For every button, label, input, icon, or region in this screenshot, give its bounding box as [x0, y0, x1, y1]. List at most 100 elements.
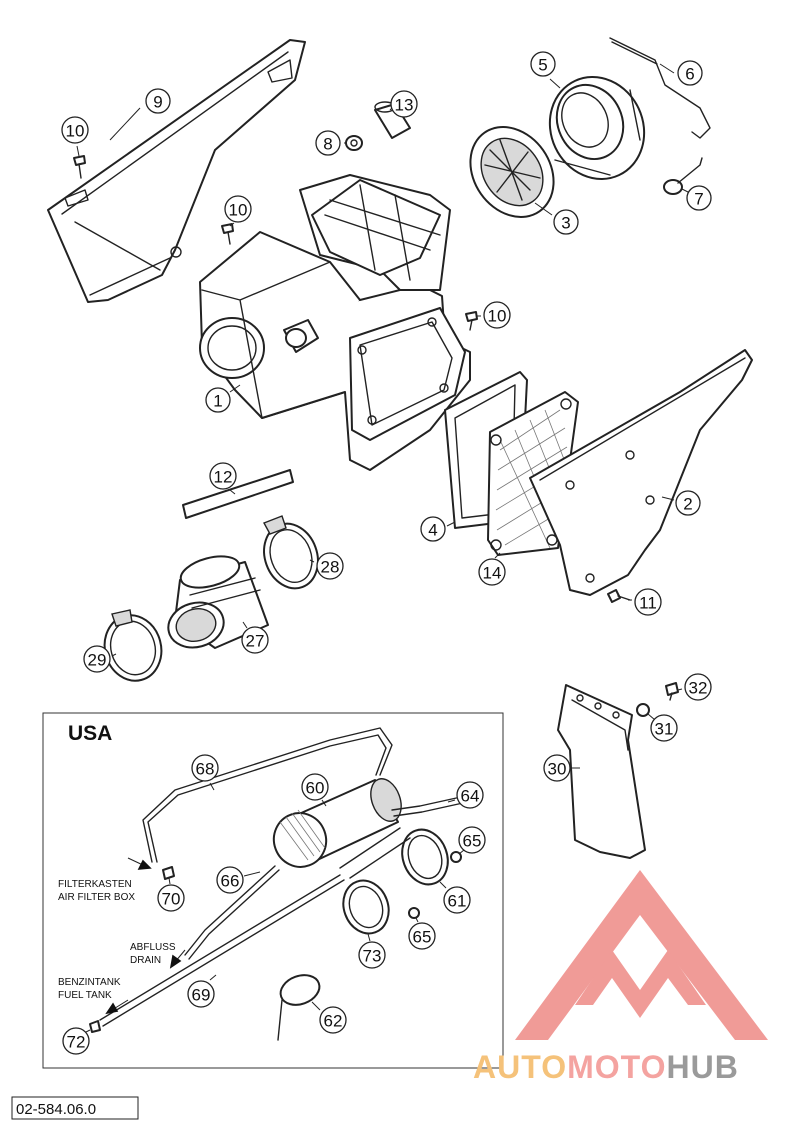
- callout-leader: [447, 799, 456, 803]
- part-28-hose-clamp: [263, 515, 319, 590]
- callout-leader: [229, 384, 241, 393]
- callout-p27: 27: [241, 621, 269, 654]
- callout-circle: [483, 301, 511, 329]
- part-1-airbox: [199, 174, 471, 471]
- watermark-text: AUTOMOTOHUB: [473, 1049, 739, 1085]
- callout-p60: 60: [301, 773, 329, 807]
- callout-p62: 62: [311, 1001, 347, 1034]
- callout-circle: [224, 195, 252, 223]
- callout-p69: 69: [187, 974, 217, 1008]
- callout-number: 73: [363, 947, 382, 966]
- callout-leader: [311, 1001, 321, 1011]
- callout-circle: [420, 516, 446, 542]
- callout-leader: [659, 63, 675, 74]
- callout-circle: [634, 588, 662, 616]
- callout-circle: [319, 1006, 347, 1034]
- callout-leader: [242, 621, 248, 629]
- arrow-drain: [169, 949, 186, 969]
- part-27-intake-boot: [167, 555, 269, 649]
- label-drain-en: DRAIN: [130, 955, 161, 966]
- callout-number: 68: [196, 760, 215, 779]
- callout-p66: 66: [216, 866, 261, 894]
- watermark-m-shape: [575, 950, 706, 1018]
- callout-number: 69: [192, 986, 211, 1005]
- callout-leader: [439, 881, 447, 889]
- callout-leader: [415, 917, 419, 923]
- callout-circle: [83, 645, 111, 673]
- callout-circle: [478, 558, 506, 586]
- watermark-logo: [515, 870, 768, 1040]
- callout-p3: 3: [534, 202, 579, 235]
- callout-number: 70: [162, 890, 181, 909]
- callout-circle: [358, 941, 386, 969]
- callout-circle: [145, 88, 171, 114]
- arrow-fuel-tank: [105, 999, 129, 1015]
- screw-32: [665, 682, 679, 701]
- part-62-cable-tie: [277, 974, 321, 1041]
- callout-p7: 7: [681, 185, 712, 211]
- screw-10-right: [465, 311, 478, 331]
- callout-leader: [111, 653, 117, 657]
- callout-leader: [209, 974, 217, 981]
- callout-number: 4: [428, 521, 437, 540]
- reference-number: 02-584.06.0: [11, 1096, 139, 1120]
- callout-p29: 29: [83, 645, 117, 673]
- callout-number: 9: [153, 93, 162, 112]
- callout-circle: [241, 626, 269, 654]
- part-3-filter-cage: [469, 126, 555, 218]
- callout-p65b: 65: [408, 917, 436, 950]
- watermark-triangle: [515, 870, 768, 1040]
- callout-number: 64: [461, 787, 480, 806]
- callout-circle: [456, 781, 484, 809]
- callout-number: 27: [246, 632, 265, 651]
- arrow-air-filter-box: [127, 857, 152, 870]
- callout-number: 30: [548, 760, 567, 779]
- callout-p12: 12: [209, 462, 237, 495]
- callout-number: 14: [483, 564, 502, 583]
- callout-number: 12: [214, 468, 233, 487]
- part-60-carbon-canister: [272, 778, 402, 868]
- label-filter-box-en: AIR FILTER BOX: [58, 892, 135, 903]
- callout-number: 13: [395, 96, 414, 115]
- callout-p28: 28: [309, 552, 344, 580]
- callout-circle: [458, 826, 486, 854]
- callout-leader: [458, 849, 465, 855]
- callout-circle: [686, 185, 712, 211]
- callout-p1: 1: [205, 384, 241, 413]
- callout-number: 72: [67, 1033, 86, 1052]
- callout-number: 6: [685, 65, 694, 84]
- callout-p61: 61: [439, 881, 471, 914]
- callout-circle: [61, 116, 89, 144]
- part-12-hose: [182, 469, 294, 519]
- callout-number: 61: [448, 892, 467, 911]
- callout-p64: 64: [447, 781, 484, 809]
- callout-p65a: 65: [458, 826, 486, 855]
- callout-leader: [494, 552, 501, 559]
- screw-10-left: [73, 155, 86, 179]
- part-2-right-side-cover: [529, 349, 753, 596]
- svg-text:AUTOMOTOHUB: AUTOMOTOHUB: [473, 1049, 739, 1085]
- callout-circle: [553, 209, 579, 235]
- callout-number: 10: [66, 122, 85, 141]
- callout-p11: 11: [628, 588, 662, 616]
- callout-leader: [534, 202, 553, 216]
- callout-p31: 31: [647, 713, 678, 742]
- watermark-text-hub: HUB: [666, 1049, 738, 1085]
- callout-p72: 72: [62, 1027, 91, 1055]
- callout-p13: 13: [389, 90, 418, 118]
- screw-11: [607, 589, 631, 603]
- callout-p6: 6: [659, 60, 703, 86]
- callout-leader: [446, 521, 456, 527]
- reference-number-text: 02-584.06.0: [16, 1101, 96, 1118]
- label-filter-box-de: FILTERKASTEN: [58, 879, 132, 890]
- callout-number: 60: [306, 779, 325, 798]
- callout-circle: [315, 130, 341, 156]
- callout-circle: [191, 754, 219, 782]
- callout-leader: [677, 688, 683, 691]
- part-7-pin: [663, 157, 703, 195]
- grommet-8: [345, 135, 363, 151]
- callout-leader: [549, 78, 561, 89]
- callout-leader: [243, 871, 261, 877]
- callout-circle: [209, 462, 237, 490]
- callout-p10a: 10: [61, 116, 89, 157]
